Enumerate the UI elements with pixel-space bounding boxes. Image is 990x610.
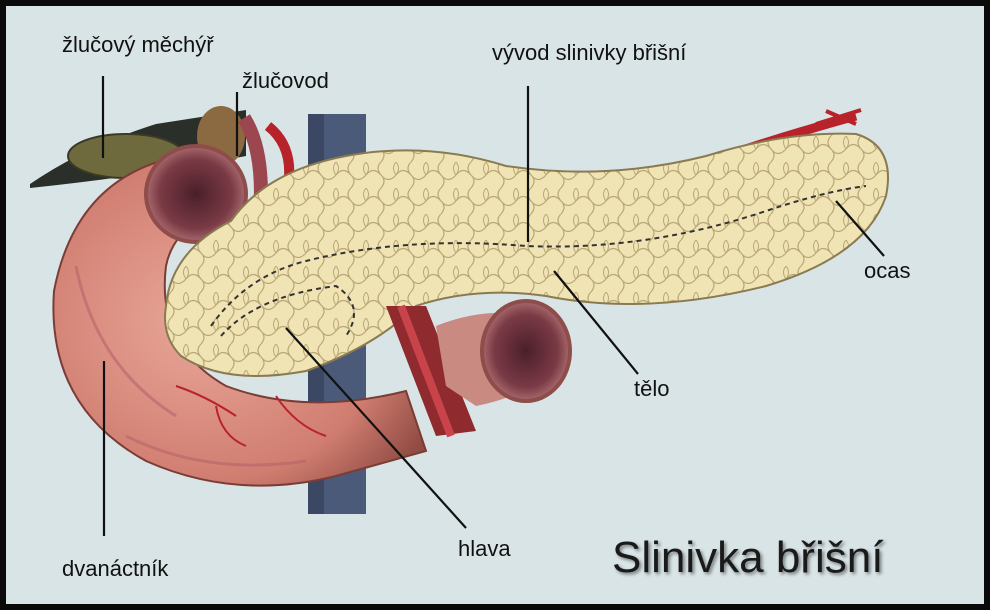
label-body: tělo — [634, 378, 669, 400]
label-duodenum: dvanáctník — [62, 558, 168, 580]
label-pancreatic-duct: vývod slinivky břišní — [492, 42, 686, 64]
jejunum-lumen — [482, 301, 570, 401]
label-tail: ocas — [864, 260, 910, 282]
label-gallbladder: žlučový měchýř — [62, 34, 214, 56]
pancreas-illustration — [6, 6, 990, 610]
label-head: hlava — [458, 538, 511, 560]
label-bile-duct: žlučovod — [242, 70, 329, 92]
diagram-title: Slinivka břišní — [612, 536, 883, 580]
